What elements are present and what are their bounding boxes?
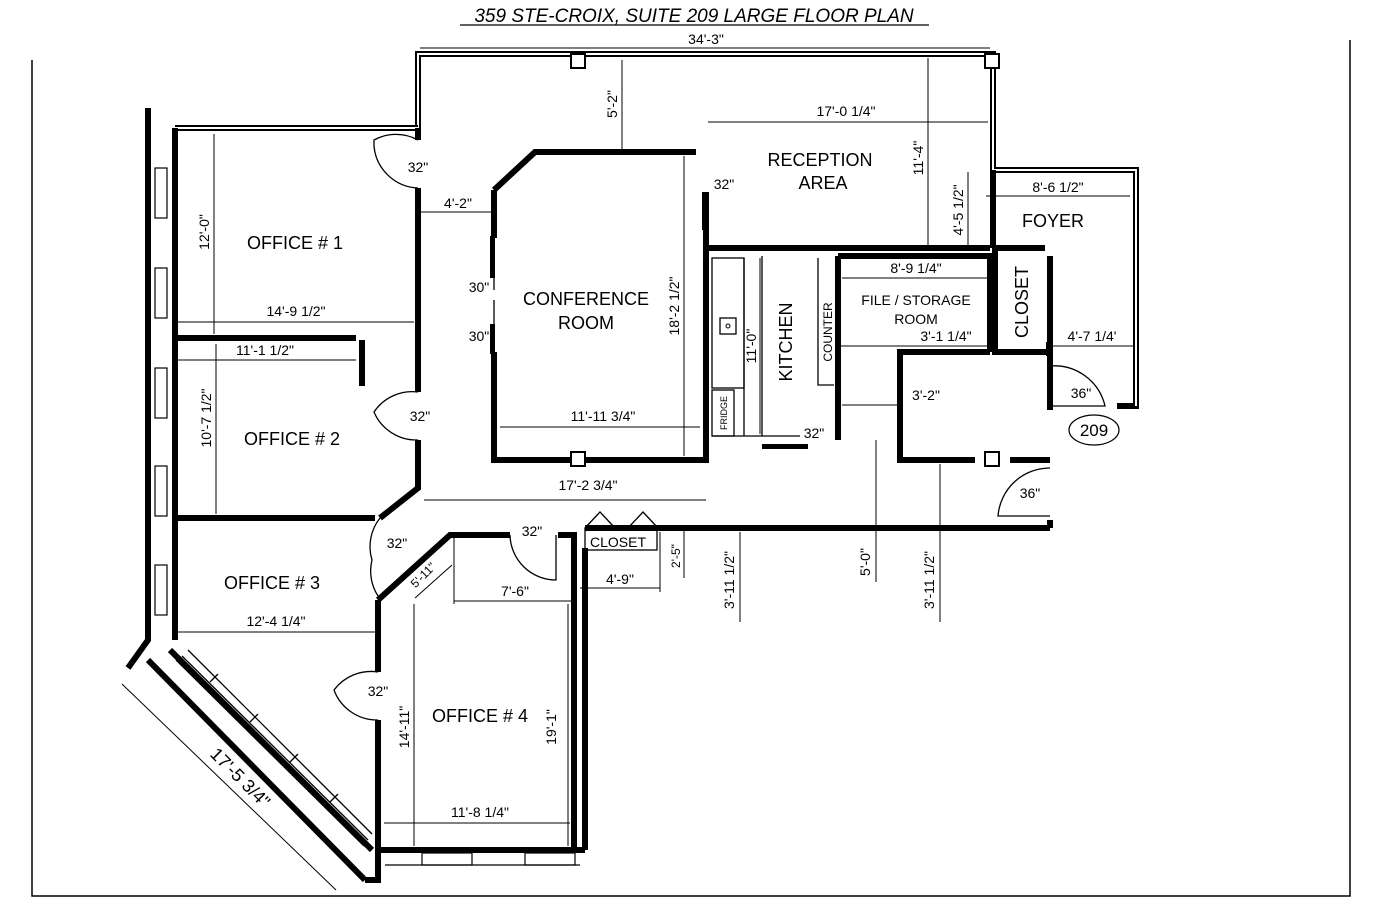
counter-label: COUNTER bbox=[821, 302, 835, 362]
bottom-windows bbox=[385, 852, 580, 866]
dim-7-6: 7'-6" bbox=[501, 583, 529, 599]
office-2-label: OFFICE # 2 bbox=[244, 429, 340, 449]
dim-11-11-3-4: 11'-11 3/4" bbox=[571, 408, 636, 424]
door-swings bbox=[333, 133, 1106, 721]
door-office-3: 32" bbox=[387, 535, 408, 551]
post-storage bbox=[984, 451, 1000, 467]
door-entry: 36" bbox=[1071, 385, 1092, 401]
office-1-label: OFFICE # 1 bbox=[247, 233, 343, 253]
dim-3-1-1-4: 3'-1 1/4" bbox=[920, 328, 971, 344]
post-corner bbox=[984, 53, 1000, 69]
dim-12-4-1-4: 12'-4 1/4" bbox=[246, 613, 305, 629]
dim-11-4: 11'-4" bbox=[910, 141, 926, 176]
dim-5-11: 5'-11" bbox=[408, 560, 439, 591]
dim-17-0-1-4: 17'-0 1/4" bbox=[816, 103, 875, 119]
dim-19-1: 19'-1" bbox=[543, 709, 559, 745]
conference-label-2: ROOM bbox=[558, 313, 614, 333]
door-kitchen: 32" bbox=[804, 425, 825, 441]
kitchen-fixtures bbox=[711, 256, 834, 449]
dim-11-0: 11'-0" bbox=[743, 329, 759, 364]
dim-4-5-1-2: 4'-5 1/2" bbox=[950, 184, 966, 235]
dim-10-7-1-2: 10'-7 1/2" bbox=[198, 388, 214, 447]
suite-number: 209 bbox=[1080, 421, 1108, 440]
room-labels: OFFICE # 1 OFFICE # 2 OFFICE # 3 OFFICE … bbox=[224, 150, 1084, 726]
dim-14-9-1-2: 14'-9 1/2" bbox=[266, 303, 325, 319]
diagonal-window bbox=[175, 649, 373, 847]
kitchen-threshold bbox=[762, 444, 808, 449]
dimension-labels: 34'-3" 5'-2" 17'-0 1/4" 11'-4" 4'-5 1/2"… bbox=[196, 31, 1116, 820]
conference-label-1: CONFERENCE bbox=[523, 289, 649, 309]
dim-18-2-1-2: 18'-2 1/2" bbox=[666, 276, 682, 335]
fridge-label: FRIDGE bbox=[719, 396, 729, 430]
sheet-border bbox=[31, 40, 1351, 897]
dim-14-11: 14'-11" bbox=[396, 706, 412, 748]
reception-label-1: RECEPTION bbox=[767, 150, 872, 170]
dim-5-2: 5'-2" bbox=[604, 90, 620, 118]
file-storage-label-1: FILE / STORAGE bbox=[861, 292, 970, 308]
dim-3-11-1-2-b: 3'-11 1/2" bbox=[921, 551, 937, 609]
interior-walls bbox=[175, 128, 1053, 850]
dim-17-2-3-4: 17'-2 3/4" bbox=[558, 477, 617, 493]
file-storage-label-2: ROOM bbox=[894, 311, 938, 327]
suite-number-bubble bbox=[1068, 414, 1120, 446]
closet-vertical-label: CLOSET bbox=[1012, 266, 1032, 338]
closet-small-shape bbox=[584, 511, 659, 551]
door-conference-1: 30" bbox=[469, 279, 490, 295]
dim-2-5: 2'-5" bbox=[669, 544, 683, 568]
dim-12-0: 12'-0" bbox=[196, 214, 212, 250]
dim-8-6-1-2: 8'-6 1/2" bbox=[1032, 179, 1083, 195]
plan-title: 359 STE-CROIX, SUITE 209 LARGE FLOOR PLA… bbox=[474, 6, 914, 27]
dimension-lines bbox=[121, 47, 1134, 891]
post-conference bbox=[570, 451, 586, 467]
closet-small-label: CLOSET bbox=[590, 534, 646, 550]
door-office-1: 32" bbox=[408, 159, 429, 175]
dim-4-7-1-4: 4'-7 1/4' bbox=[1068, 328, 1117, 344]
foyer-label: FOYER bbox=[1022, 211, 1084, 231]
dim-overall-width: 34'-3" bbox=[688, 31, 724, 47]
dim-8-9-1-4: 8'-9 1/4" bbox=[890, 260, 941, 276]
dim-4-2: 4'-2" bbox=[444, 195, 472, 211]
door-closet: 32" bbox=[522, 523, 543, 539]
left-windows bbox=[154, 167, 168, 616]
kitchen-label: KITCHEN bbox=[776, 302, 796, 381]
door-office-4: 32" bbox=[368, 683, 389, 699]
office-4-label: OFFICE # 4 bbox=[432, 706, 528, 726]
door-office-2: 32" bbox=[410, 408, 431, 424]
dim-3-11-1-2-a: 3'-11 1/2" bbox=[721, 551, 737, 609]
dim-11-1-1-2: 11'-1 1/2" bbox=[236, 342, 294, 358]
dim-5-0: 5'-0" bbox=[857, 548, 873, 576]
dim-11-8-1-4: 11'-8 1/4" bbox=[451, 804, 509, 820]
post-top bbox=[570, 53, 586, 69]
dim-3-2: 3'-2" bbox=[912, 387, 940, 403]
door-labels: 32" 30" 30" 32" 32" 32" 36" 36" 32" 32" … bbox=[368, 159, 1092, 699]
reception-label-2: AREA bbox=[798, 173, 847, 193]
door-lower: 36" bbox=[1020, 485, 1041, 501]
office-3-label: OFFICE # 3 bbox=[224, 573, 320, 593]
door-conference-2: 30" bbox=[469, 328, 490, 344]
dim-4-9: 4'-9" bbox=[606, 571, 634, 587]
door-conference-main: 32" bbox=[714, 176, 735, 192]
